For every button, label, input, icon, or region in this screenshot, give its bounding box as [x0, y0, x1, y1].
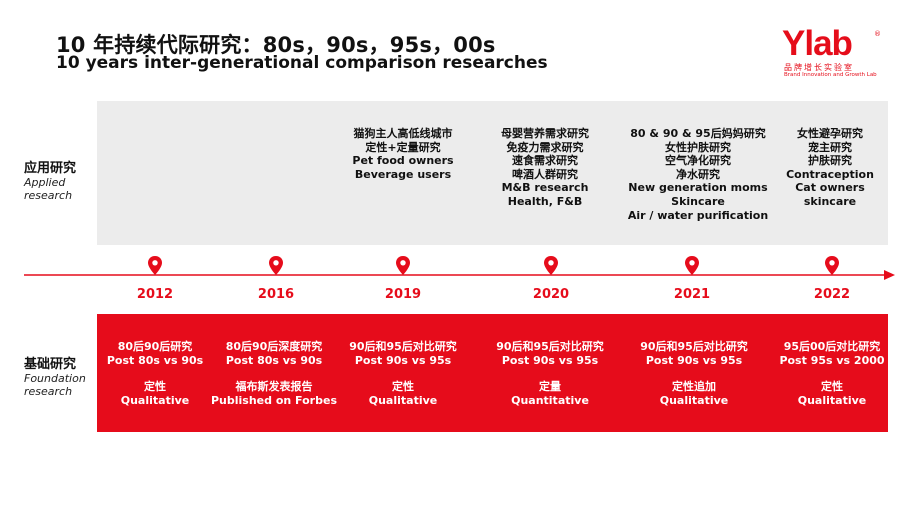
foundation-method-zh: 福布斯发表报告	[235, 380, 313, 393]
foundation-research-2012: 80后90后研究 Post 80s vs 90s 定性 Qualitative	[75, 340, 235, 408]
applied-line: 免疫力需求研究	[506, 140, 584, 154]
logo-subtitle-zh: 品牌增长实验室	[784, 63, 854, 72]
row-label-applied-zh: 应用研究	[24, 161, 77, 176]
row-label-foundation: 基础研究 Foundation research	[24, 353, 86, 398]
foundation-topic-en: Post 95s vs 2000	[779, 354, 885, 367]
applied-line: M&B research	[501, 181, 589, 195]
applied-line: 女性护肤研究	[665, 140, 731, 154]
foundation-method-en: Qualitative	[120, 394, 190, 407]
applied-research-2021: 80 & 90 & 95后妈妈研究 女性护肤研究 空气净化研究 净水研究 New…	[603, 127, 793, 222]
timeline-arrow-icon	[884, 270, 895, 280]
map-pin-icon	[148, 256, 162, 275]
applied-line: Beverage users	[354, 167, 452, 181]
applied-line: Skincare	[671, 194, 725, 208]
applied-line: skincare	[803, 194, 857, 208]
applied-line: 女性避孕研究	[797, 127, 863, 140]
applied-line: 80 & 90 & 95后妈妈研究	[630, 127, 766, 140]
applied-research-panel	[97, 101, 888, 245]
ylab-logo: Ylab ® 品牌增长实验室 Brand Innovation and Grow…	[782, 26, 890, 82]
foundation-topic-zh: 90后和95后对比研究	[349, 340, 457, 353]
logo-wordmark: Ylab	[782, 24, 853, 63]
row-label-foundation-zh: 基础研究	[24, 357, 77, 372]
map-pin-icon	[825, 256, 839, 275]
applied-line: 护肤研究	[808, 154, 852, 168]
timeline-year-2020: 2020	[532, 287, 570, 302]
applied-line: Contraception	[786, 167, 874, 181]
logo-subtitle-en: Brand Innovation and Growth Lab	[784, 72, 877, 78]
foundation-method-zh: 定性	[144, 380, 166, 393]
applied-line: Cat owners	[795, 181, 865, 195]
applied-research-2019: 猫狗主人高低线城市 定性+定量研究 Pet food owners Bevera…	[308, 127, 498, 181]
applied-research-2020: 母婴营养需求研究 免疫力需求研究 速食需求研究 啤酒人群研究 M&B resea…	[450, 127, 640, 209]
applied-line: 净水研究	[676, 167, 720, 181]
foundation-method-zh: 定性追加	[672, 380, 716, 393]
applied-line: 空气净化研究	[665, 154, 731, 168]
map-pin-icon	[269, 256, 283, 275]
row-label-foundation-en2: research	[24, 385, 73, 398]
foundation-topic-zh: 80后90后深度研究	[225, 340, 323, 353]
applied-line: Pet food owners	[352, 154, 454, 168]
foundation-topic-zh: 90后和95后对比研究	[640, 340, 748, 353]
foundation-research-2020: 90后和95后对比研究 Post 90s vs 95s 定量 Quantitat…	[470, 340, 630, 408]
applied-research-2022: 女性避孕研究 宠主研究 护肤研究 Contraception Cat owner…	[735, 127, 900, 209]
applied-line: 宠主研究	[808, 140, 852, 154]
foundation-topic-en: Post 80s vs 90s	[225, 354, 323, 367]
timeline-year-2019: 2019	[384, 287, 422, 302]
foundation-topic-zh: 80后90后研究	[117, 340, 193, 353]
row-label-applied: 应用研究 Applied research	[24, 157, 76, 202]
foundation-topic-zh: 90后和95后对比研究	[496, 340, 604, 353]
timeline-year-2022: 2022	[813, 287, 851, 302]
applied-line: 啤酒人群研究	[512, 167, 578, 181]
applied-line: 母婴营养需求研究	[501, 127, 589, 140]
foundation-method-en: Qualitative	[368, 394, 438, 407]
applied-line: New generation moms	[628, 181, 768, 195]
map-pin-icon	[544, 256, 558, 275]
applied-line: 定性+定量研究	[365, 140, 441, 154]
foundation-topic-en: Post 80s vs 90s	[106, 354, 204, 367]
timeline-year-2021: 2021	[673, 287, 711, 302]
foundation-research-panel	[97, 314, 888, 432]
foundation-method-en: Quantitative	[511, 394, 589, 407]
foundation-method-zh: 定性	[392, 380, 414, 393]
foundation-method-en: Qualitative	[797, 394, 867, 407]
timeline-year-2012: 2012	[136, 287, 174, 302]
foundation-research-2022: 95后00后对比研究 Post 95s vs 2000 定性 Qualitati…	[752, 340, 900, 408]
map-pin-icon	[685, 256, 699, 275]
foundation-method-en: Qualitative	[659, 394, 729, 407]
applied-line: 速食需求研究	[512, 154, 578, 168]
applied-line: Health, F&B	[507, 194, 583, 208]
foundation-topic-en: Post 90s vs 95s	[645, 354, 743, 367]
timeline-year-2016: 2016	[257, 287, 295, 302]
foundation-research-2019: 90后和95后对比研究 Post 90s vs 95s 定性 Qualitati…	[323, 340, 483, 408]
row-label-foundation-en1: Foundation	[24, 372, 86, 385]
row-label-applied-en2: research	[24, 189, 73, 202]
logo-registered-mark: ®	[874, 30, 881, 38]
map-pin-icon	[396, 256, 410, 275]
foundation-topic-en: Post 90s vs 95s	[354, 354, 452, 367]
foundation-method-en: Published on Forbes	[210, 394, 337, 407]
applied-line: 猫狗主人高低线城市	[353, 127, 453, 140]
page-title-en: 10 years inter-generational comparison r…	[56, 53, 548, 73]
foundation-method-zh: 定量	[539, 380, 561, 393]
foundation-research-2016: 80后90后深度研究 Post 80s vs 90s 福布斯发表报告 Publi…	[194, 340, 354, 408]
applied-line: Air / water purification	[627, 208, 769, 222]
page-title-zh: 10 年持续代际研究：80s，90s，95s，00s	[56, 33, 496, 57]
foundation-method-zh: 定性	[821, 380, 843, 393]
foundation-topic-zh: 95后00后对比研究	[783, 340, 881, 353]
foundation-research-2021: 90后和95后对比研究 Post 90s vs 95s 定性追加 Qualita…	[614, 340, 774, 408]
row-label-applied-en1: Applied	[24, 176, 66, 189]
foundation-topic-en: Post 90s vs 95s	[501, 354, 599, 367]
